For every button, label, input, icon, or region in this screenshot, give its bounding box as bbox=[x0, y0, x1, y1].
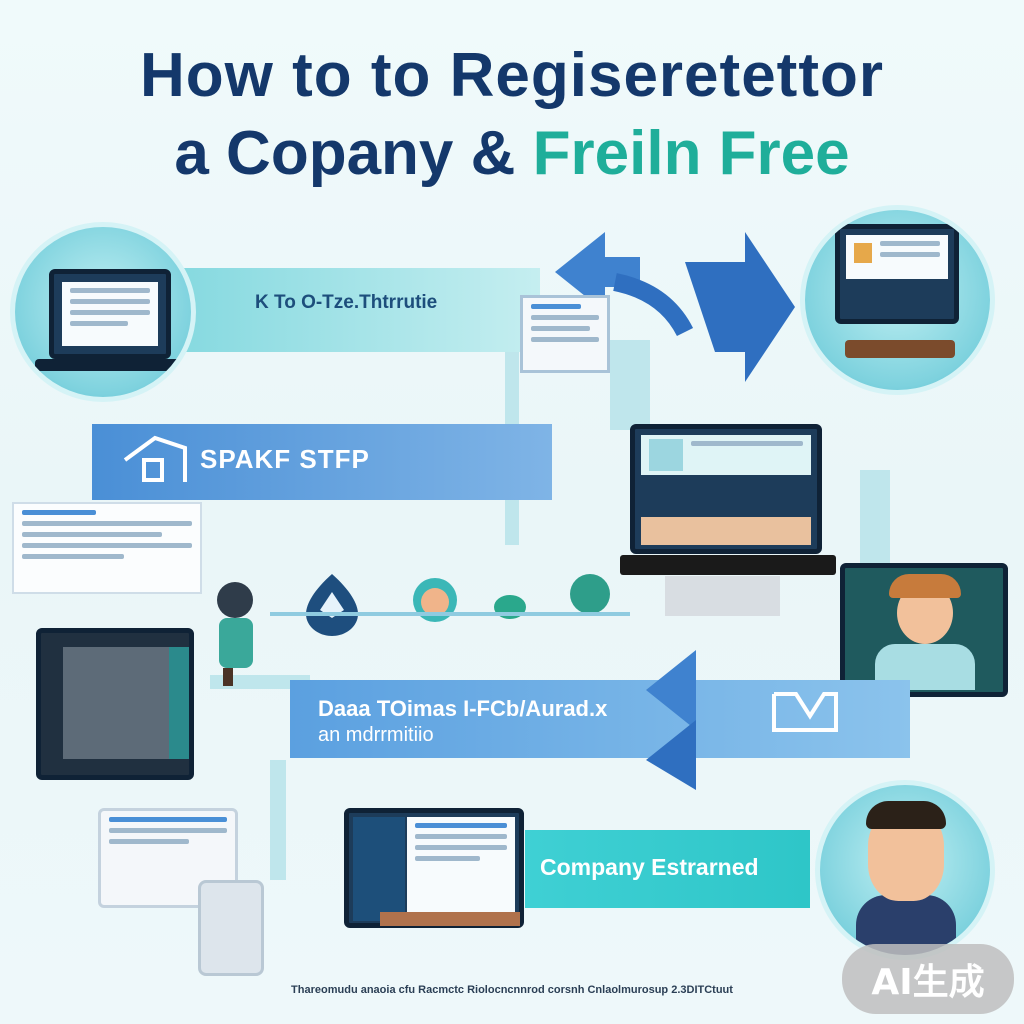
step-4-circle bbox=[815, 780, 995, 960]
title-line-2-part-1: a Copany & bbox=[174, 119, 533, 188]
step-1-circle bbox=[10, 222, 196, 402]
step-4-label: Company Estrarned bbox=[540, 854, 759, 880]
step-1-label: K To O-Tze.Thtrrutie bbox=[255, 292, 438, 313]
document-icon bbox=[520, 295, 610, 373]
step-4-ribbon bbox=[525, 830, 810, 908]
connector-line bbox=[270, 760, 286, 880]
step-2-ribbon bbox=[92, 424, 552, 500]
laptop-icon bbox=[630, 424, 822, 554]
step-1-result-circle bbox=[800, 205, 995, 395]
house-icon bbox=[120, 432, 190, 497]
title-line-2: a Copany & Freiln Free bbox=[0, 118, 1024, 189]
laptop-icon bbox=[344, 808, 524, 928]
connector-line bbox=[860, 470, 890, 570]
title-line-1: How to to Regiseretettor bbox=[140, 41, 884, 110]
document-icon bbox=[12, 502, 202, 594]
laptop-icon bbox=[49, 269, 171, 359]
step-3-sublabel: an mdrrmitiio bbox=[318, 724, 434, 746]
arrow-icon bbox=[545, 222, 795, 397]
connector-line bbox=[610, 340, 650, 430]
ai-generated-badge: AI生成 bbox=[842, 944, 1014, 1014]
shield-icon bbox=[302, 570, 362, 643]
monitor-icon bbox=[835, 224, 959, 324]
step-2-label: SPAKF STFP bbox=[200, 444, 370, 474]
footer-text: Thareomudu anaoia cfu Racmctc Riolocncnn… bbox=[291, 984, 733, 996]
server-icon bbox=[198, 880, 264, 976]
dotted-path bbox=[270, 612, 630, 616]
globe-icon bbox=[492, 592, 528, 627]
arrow-icon bbox=[636, 650, 706, 795]
step-3-label: Daaa TOimas I-FCb/Aurad.x bbox=[318, 696, 608, 721]
document-icon bbox=[770, 686, 840, 741]
tablet-icon bbox=[36, 628, 194, 780]
connector-line bbox=[210, 675, 310, 689]
monitor-icon bbox=[840, 563, 1008, 697]
title-line-2-part-2: Freiln Free bbox=[532, 119, 850, 188]
step-3-ribbon bbox=[290, 680, 910, 758]
globe-icon bbox=[568, 572, 612, 621]
step-1-ribbon bbox=[140, 268, 540, 352]
person-avatar-icon bbox=[405, 574, 465, 635]
person-avatar-icon bbox=[205, 578, 275, 693]
